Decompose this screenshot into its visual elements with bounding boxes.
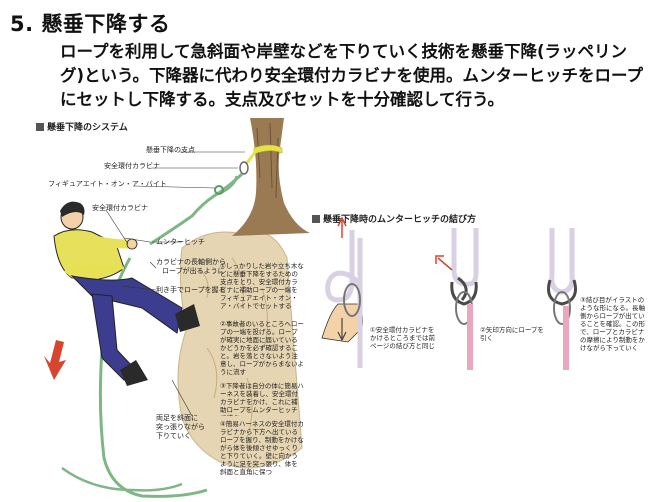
label-long-axis-2: ロープが出るように bbox=[162, 267, 225, 275]
label-carabiner-anchor: 安全環付カラビナ bbox=[104, 162, 160, 170]
right-note-3: ③結び目がイラストのような形になる。長軸側からロープが出ていることを確認。この形… bbox=[580, 296, 645, 352]
label-grip-hand: 利き手でロープを握る bbox=[156, 286, 226, 294]
label-feet-3: 下りていく bbox=[156, 432, 191, 440]
label-anchor: 懸垂下降の支点 bbox=[146, 146, 195, 154]
figure-left-title-text: 懸垂下降のシステム bbox=[47, 123, 128, 133]
figure-left-title: 懸垂下降のシステム bbox=[36, 120, 128, 133]
title-marker-icon bbox=[36, 123, 44, 131]
munter-hitch-figure: 懸垂下降時のムンターヒッチの結び方 ①安全環付カラビナをかけるところまでは前ペー… bbox=[312, 208, 652, 378]
munter-hitch-illustration bbox=[321, 216, 577, 370]
label-carabiner-harness: 安全環付カラビナ bbox=[92, 204, 148, 212]
label-munter-hitch: ムンターヒッチ bbox=[156, 238, 205, 246]
rappel-illustration bbox=[44, 118, 310, 498]
label-feet-2: 突っ張りながら bbox=[156, 423, 205, 431]
figure-right-title-text: 懸垂下降時のムンターヒッチの結び方 bbox=[323, 215, 477, 225]
figure-right-title: 懸垂下降時のムンターヒッチの結び方 bbox=[312, 212, 476, 225]
note-step-1: ①しっかりした岩や立ち木などに懸垂下降をするための支点をとり、安全環付カラビナに… bbox=[220, 262, 304, 310]
rappel-system-figure: 懸垂下降のシステム 懸垂下降の支点 安全環付カラビナ フィギュアエイト・オン・ア… bbox=[32, 118, 310, 500]
right-note-2: ②矢印方向にロープを引く bbox=[480, 326, 544, 342]
note-step-4: ④簡易ハーネスの安全環付カラビナから下方へ出ているロープを握り、制動をかけながら… bbox=[220, 420, 304, 476]
section-title: 5. 懸垂下降する bbox=[10, 12, 171, 36]
note-step-3: ③下降者は自分の体に簡易ハーネスを装着し、安全環付カラビナをかけ、これに補助ロー… bbox=[220, 382, 304, 416]
note-step-2: ②事故者のいるところへロープの一端を投げる。ロープが確実に地面に届いているかどう… bbox=[220, 320, 304, 376]
description-paragraph: ロープを利用して急斜面や岸壁などを下りていく技術を懸垂下降(ラッペリング)という… bbox=[60, 42, 644, 109]
title-marker-icon bbox=[312, 215, 320, 223]
right-note-1: ①安全環付カラビナをかけるところまでは前ページの結び方と同じ bbox=[370, 326, 435, 350]
label-long-axis-1: カラビナの長軸側から bbox=[156, 258, 226, 266]
label-feet-1: 両足を斜面に bbox=[156, 414, 198, 422]
label-figure-eight: フィギュアエイト・オン・ア・バイト bbox=[48, 180, 167, 188]
